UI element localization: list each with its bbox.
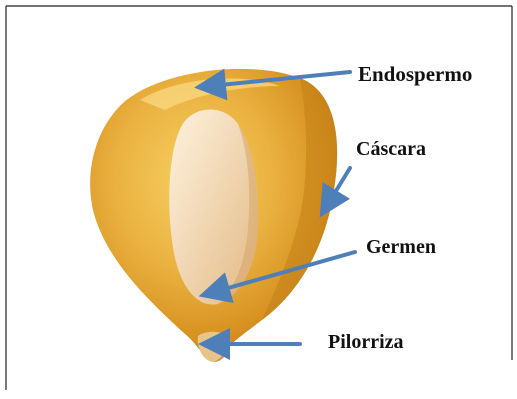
tip-cap (198, 332, 231, 362)
label-hull: Cáscara (356, 139, 426, 159)
label-germ: Germen (366, 237, 436, 257)
label-endosperm: Endospermo (358, 64, 472, 85)
label-tip-cap: Pilorriza (328, 332, 404, 352)
